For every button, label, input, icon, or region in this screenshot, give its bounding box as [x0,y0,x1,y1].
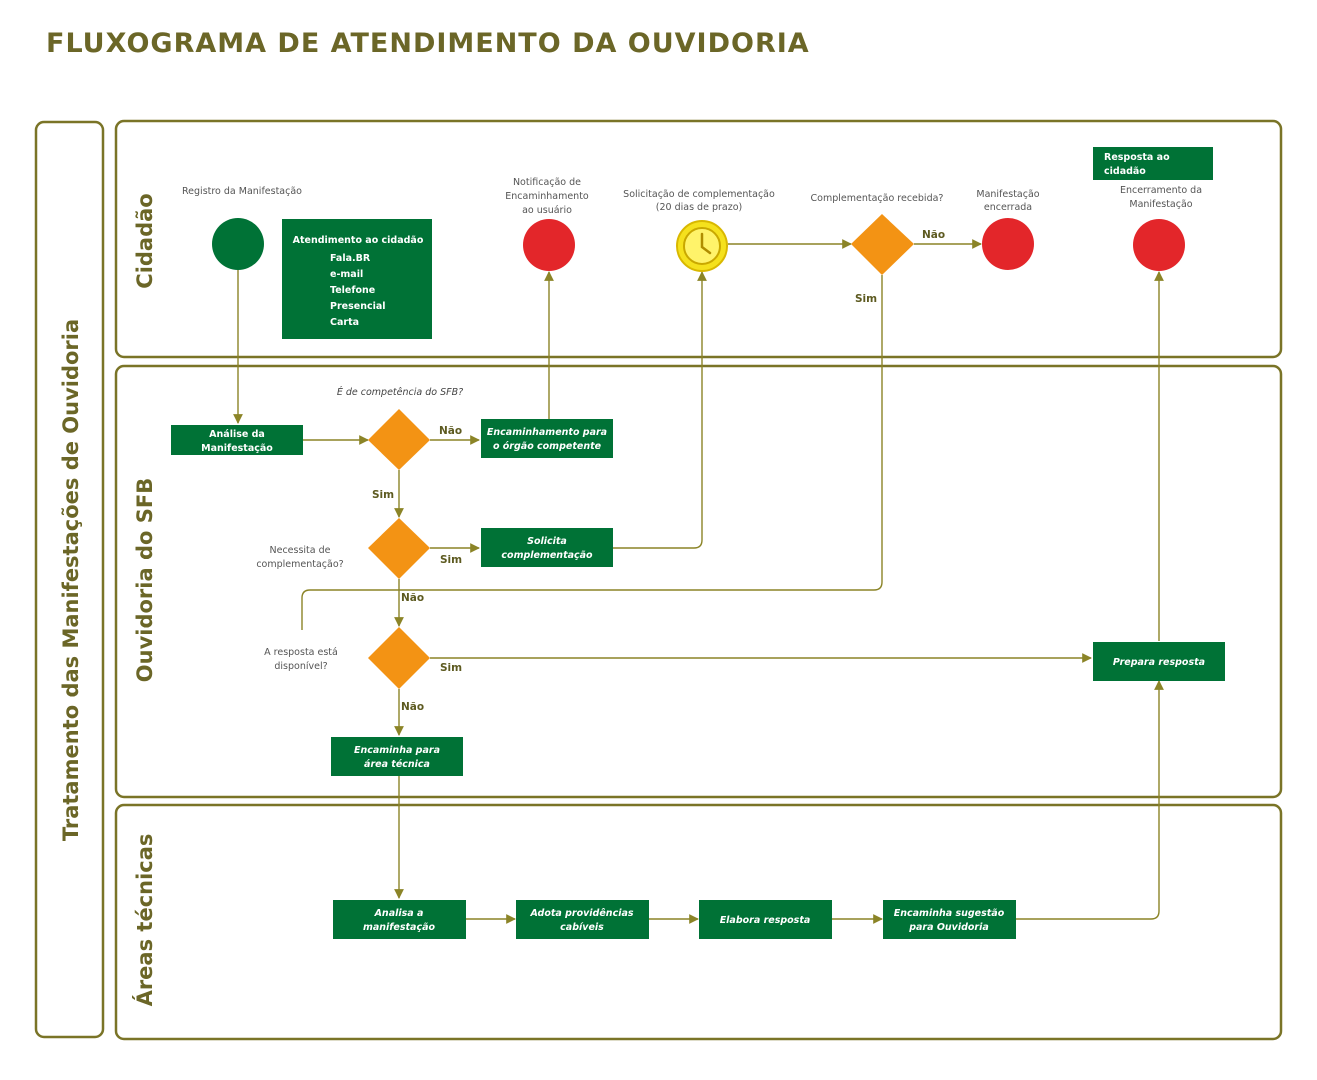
registro-label: Registro da Manifestação [182,186,302,197]
solicitacao-label-1: Solicitação de complementação [623,189,775,200]
encerrada-node [982,218,1034,270]
elabora-box-bg [699,900,832,939]
channel-item: Telefone [330,285,375,296]
branch-nao: Não [922,229,945,241]
analise-box-bg [171,425,303,455]
branch-sim: Sim [440,662,462,674]
competencia-decision [368,409,430,470]
necessita-label-2: complementação? [256,559,343,570]
analisa-line2: manifestação [363,922,436,933]
resposta-cidadao-line2: cidadão [1104,166,1146,177]
encerramento-label-2: Manifestação [1129,199,1192,210]
resposta-cidadao-box: Resposta ao cidadão [1093,147,1213,180]
sugestao-line1: Encaminha sugestão [894,908,1005,919]
notificacao-label-1: Notificação de [513,177,581,188]
branch-sim: Sim [855,293,877,305]
encerramento-label-1: Encerramento da [1120,185,1202,196]
necessita-decision [368,518,430,579]
resposta-disp-decision [368,627,430,689]
encaminha-area-bg [331,737,463,776]
complementacao-label: Complementação recebida? [811,193,944,204]
prepara-box: Prepara resposta [1093,642,1225,681]
channel-item: Carta [330,317,359,328]
encaminhamento-line2: o órgão competente [493,441,602,452]
channel-item: Fala.BR [330,253,371,264]
solicita-box: Solicita complementação [481,528,613,567]
solicitacao-label-2: (20 dias de prazo) [656,202,742,213]
adota-line1: Adota providências [529,908,633,919]
branch-nao: Não [439,425,462,437]
adota-box: Adota providências cabíveis [516,900,649,939]
encerrada-label-1: Manifestação [976,189,1039,200]
competencia-label: É de competência do SFB? [337,386,463,398]
encaminha-area-box: Encaminha para área técnica [331,737,463,776]
encerrada-label-2: encerrada [984,202,1032,213]
encaminha-area-line1: Encaminha para [354,745,440,756]
elabora-line: Elabora resposta [720,915,811,926]
flow-complementacao-sim [301,275,883,630]
lane-cidadao-label: Cidadão [133,193,157,288]
page-title: FLUXOGRAMA DE ATENDIMENTO DA OUVIDORIA [46,28,810,59]
lane-ouvidoria-label: Ouvidoria do SFB [133,478,157,682]
resposta-cidadao-bg [1093,147,1213,180]
lane-cidadao-frame [114,119,1283,359]
start-node [212,218,264,270]
outer-lane-frame [34,120,105,1039]
solicita-box-bg [481,528,613,567]
encaminhamento-line1: Encaminhamento para [487,427,607,438]
sugestao-box: Encaminha sugestão para Ouvidoria [883,900,1016,939]
adota-box-bg [516,900,649,939]
branch-sim: Sim [372,489,394,501]
sugestao-line2: para Ouvidoria [908,922,989,933]
notificacao-node [523,219,575,271]
solicita-line1: Solicita [527,536,567,547]
branch-nao: Não [401,592,424,604]
flow-sugestao-to-prepara [1016,680,1164,920]
analisa-line1: Analisa a [374,908,424,919]
analisa-box: Analisa a manifestação [333,900,466,939]
necessita-label-1: Necessita de [270,545,331,556]
atendimento-box: Atendimento ao cidadão Fala.BR e-mail Te… [282,219,432,339]
adota-line2: cabíveis [560,922,604,933]
lane-areas-frame [114,803,1283,1041]
channel-item: Presencial [330,301,386,312]
atendimento-box-bg [282,219,432,339]
solicita-line2: complementação [501,550,593,561]
resposta-disp-label-2: disponível? [274,661,327,672]
prepara-line: Prepara resposta [1113,657,1205,668]
sugestao-box-bg [883,900,1016,939]
notificacao-label-3: ao usuário [522,205,572,216]
analisa-box-bg [333,900,466,939]
encaminhamento-box: Encaminhamento para o órgão competente [481,419,613,458]
clock-icon [676,220,728,272]
atendimento-heading: Atendimento ao cidadão [293,235,424,246]
flow-solicita-to-clock [613,271,707,549]
encaminha-area-line2: área técnica [364,759,430,770]
lane-areas-label: Áreas técnicas [132,834,157,1007]
analise-box: Análise da Manifestação [171,425,303,455]
outer-lane-label: Tratamento das Manifestações de Ouvidori… [59,319,83,841]
encaminhamento-box-bg [481,419,613,458]
resposta-cidadao-line1: Resposta ao [1104,152,1170,163]
elabora-box: Elabora resposta [699,900,832,939]
encerramento-node [1133,219,1185,271]
analise-line1: Análise da [209,429,265,440]
branch-sim: Sim [440,554,462,566]
notificacao-label-2: Encaminhamento [505,191,589,202]
resposta-disp-label-1: A resposta está [264,647,338,658]
lane-ouvidoria-frame [114,364,1283,799]
analise-line2: Manifestação [201,443,273,454]
prepara-box-bg [1093,642,1225,681]
complementacao-decision [851,214,914,275]
channel-item: e-mail [330,269,363,280]
branch-nao: Não [401,701,424,713]
